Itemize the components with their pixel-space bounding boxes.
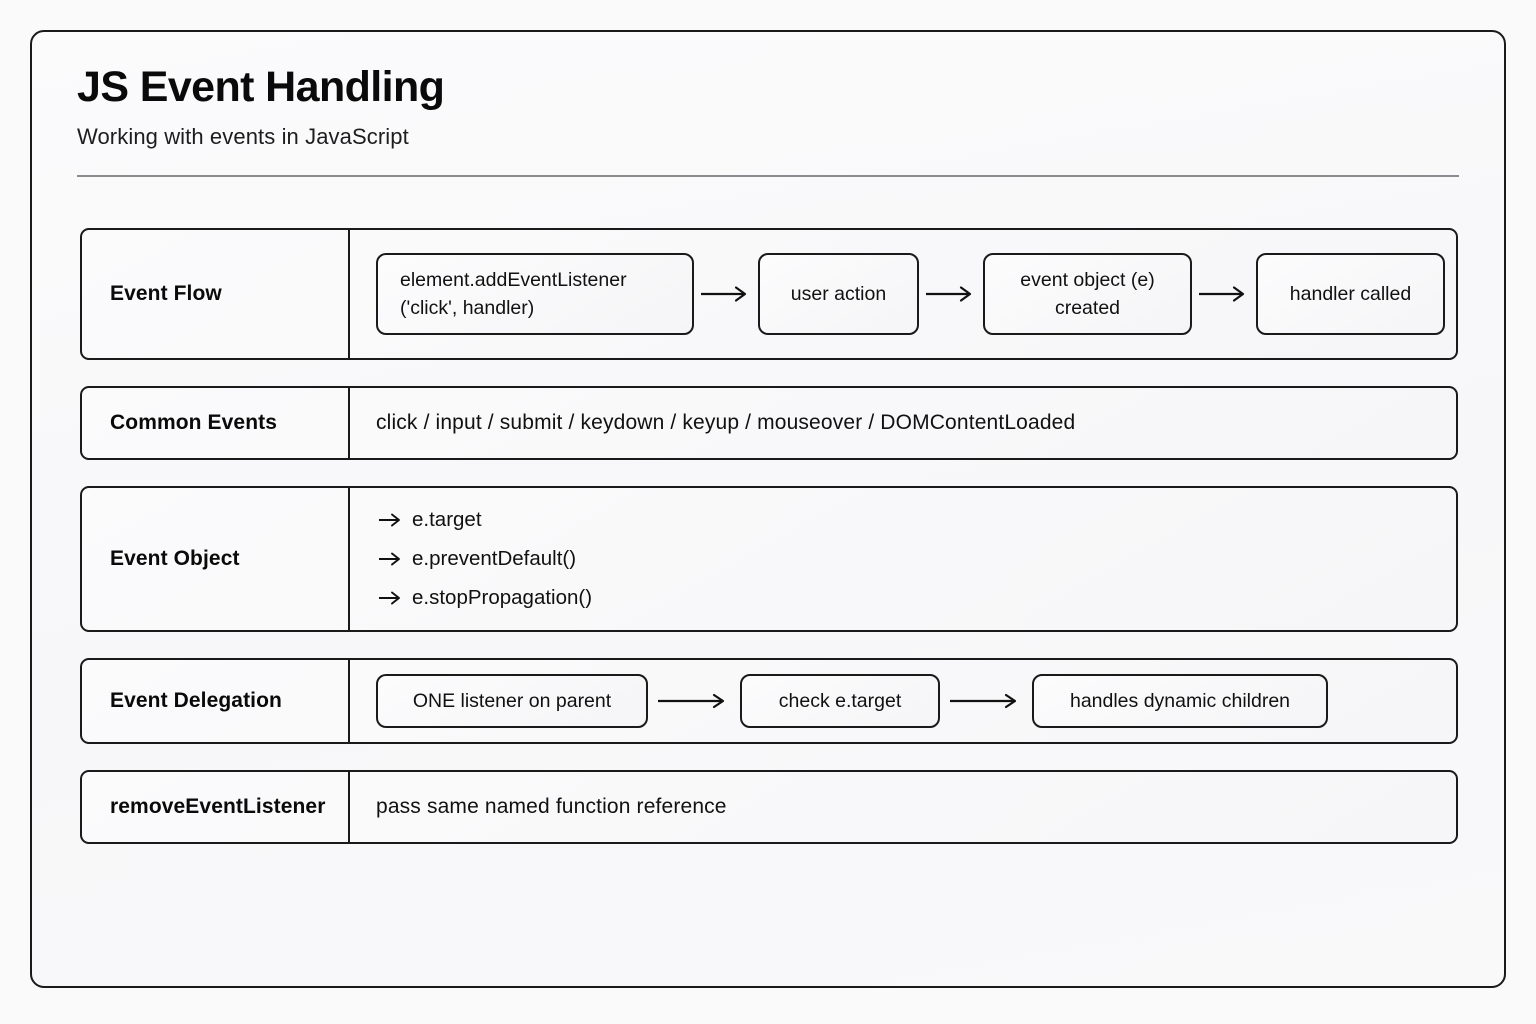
row-common-events: Common Events click / input / submit / k…: [80, 386, 1458, 460]
flow-step-line1: handler called: [1289, 282, 1412, 305]
arrow-right-icon: [378, 590, 412, 606]
delegation-step-one-listener[interactable]: ONE listener on parent: [376, 674, 648, 728]
common-events-list: click / input / submit / keydown / keyup…: [376, 411, 1076, 434]
remove-listener-note: pass same named function reference: [376, 795, 727, 818]
row-label-event-flow: Event Flow: [82, 230, 350, 358]
list-item: e.preventDefault(): [378, 547, 592, 571]
row-label-event-delegation: Event Delegation: [82, 660, 350, 742]
flow-step-add-event-listener[interactable]: element.addEventListener ('click', handl…: [376, 253, 694, 335]
page-subtitle: Working with events in JavaScript: [77, 124, 409, 150]
row-body-event-object: e.target e.preventDefault(): [350, 488, 1456, 630]
arrow-right-icon: [694, 285, 758, 303]
flow-step-handler-called[interactable]: handler called: [1256, 253, 1445, 335]
row-event-object: Event Object e.target: [80, 486, 1458, 632]
arrow-right-icon: [919, 285, 983, 303]
content-rows: Event Flow element.addEventListener ('cl…: [80, 228, 1458, 870]
header-divider: [77, 175, 1459, 178]
row-label-remove-event-listener: removeEventListener: [82, 772, 350, 842]
flow-step-line1: user action: [790, 282, 887, 305]
page-title: JS Event Handling: [77, 63, 445, 111]
row-body-event-flow: element.addEventListener ('click', handl…: [350, 230, 1456, 358]
flow-step-line1: element.addEventListener: [400, 268, 627, 291]
row-remove-event-listener: removeEventListener pass same named func…: [80, 770, 1458, 844]
list-item: e.stopPropagation(): [378, 586, 592, 610]
delegation-step-check-target[interactable]: check e.target: [740, 674, 940, 728]
arrow-right-icon: [940, 692, 1032, 710]
list-item-label: e.preventDefault(): [412, 547, 577, 570]
flow-step-user-action[interactable]: user action: [758, 253, 919, 335]
arrow-right-icon: [378, 512, 412, 528]
event-delegation-track: ONE listener on parent check e.target: [376, 674, 1432, 728]
delegation-step-label: check e.target: [778, 689, 902, 712]
list-item-label: e.stopPropagation(): [412, 586, 593, 609]
row-label-event-object: Event Object: [82, 488, 350, 630]
flow-step-line2: ('click', handler): [400, 297, 535, 319]
list-item: e.target: [378, 508, 592, 532]
row-event-delegation: Event Delegation ONE listener on parent …: [80, 658, 1458, 744]
delegation-step-dynamic-children[interactable]: handles dynamic children: [1032, 674, 1328, 728]
poster-card: JS Event Handling Working with events in…: [30, 30, 1506, 988]
delegation-step-label: ONE listener on parent: [412, 689, 612, 712]
header: JS Event Handling Working with events in…: [77, 63, 1459, 178]
row-body-event-delegation: ONE listener on parent check e.target: [350, 660, 1456, 742]
delegation-step-label: handles dynamic children: [1069, 689, 1291, 712]
row-event-flow: Event Flow element.addEventListener ('cl…: [80, 228, 1458, 360]
row-body-remove-event-listener: pass same named function reference: [350, 772, 1456, 842]
flow-step-event-object-created[interactable]: event object (e) created: [983, 253, 1192, 335]
row-body-common-events: click / input / submit / keydown / keyup…: [350, 388, 1456, 458]
flow-step-line2: created: [1054, 297, 1121, 319]
list-item-label: e.target: [412, 508, 482, 531]
arrow-right-icon: [1192, 285, 1256, 303]
arrow-right-icon: [378, 551, 412, 567]
event-flow-track: element.addEventListener ('click', handl…: [376, 253, 1445, 335]
flow-step-line1: event object (e): [1020, 268, 1155, 291]
event-object-property-list: e.target e.preventDefault(): [376, 508, 592, 610]
row-label-common-events: Common Events: [82, 388, 350, 458]
arrow-right-icon: [648, 692, 740, 710]
